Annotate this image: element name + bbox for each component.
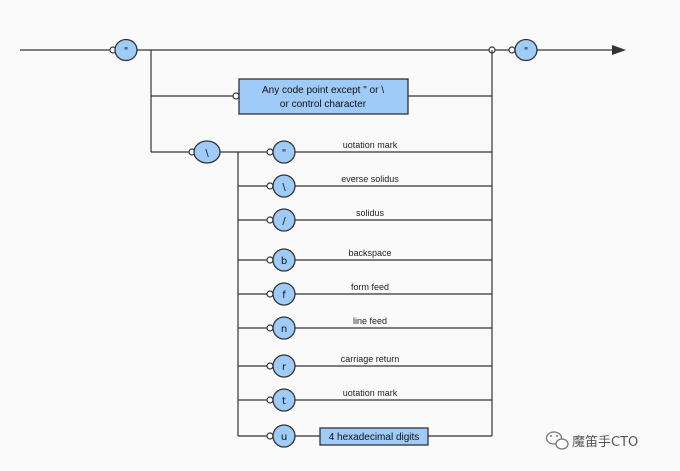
connector-dot <box>266 324 274 332</box>
escape-label: carriage return <box>341 354 400 364</box>
connector-dot <box>266 216 274 224</box>
connector-dot <box>266 182 274 190</box>
escape-char: \ <box>282 182 286 193</box>
escape-label: line feed <box>353 316 387 326</box>
connector-dot <box>266 432 274 440</box>
wechat-icon <box>545 431 569 450</box>
hex-digits-label: 4 hexadecimal digits <box>329 432 420 443</box>
connector-dot <box>266 148 274 156</box>
escape-label: uotation mark <box>343 140 398 150</box>
escape-char: u <box>281 432 287 443</box>
connector-dot <box>266 362 274 370</box>
connector-dot <box>266 396 274 404</box>
escape-label: solidus <box>356 208 385 218</box>
connector-dot <box>508 46 516 54</box>
any-code-point-line1: Any code point except " or \ <box>262 85 384 96</box>
escape-char: r <box>282 362 287 373</box>
close-quote-char: " <box>524 46 529 57</box>
watermark: 魔笛手CTO <box>545 431 638 450</box>
escape-label: uotation mark <box>343 388 398 398</box>
connector-dot <box>232 92 240 100</box>
connector-dot <box>266 256 274 264</box>
connector-dot <box>266 290 274 298</box>
exit-arrow <box>612 45 626 55</box>
escape-label: form feed <box>351 282 389 292</box>
hex-digits-box <box>319 427 429 446</box>
open-quote-char: " <box>124 46 129 57</box>
backslash-char: \ <box>205 148 209 159</box>
escape-char: f <box>282 290 286 301</box>
escape-char: b <box>281 256 287 267</box>
escape-label: backspace <box>348 248 391 258</box>
escape-label: everse solidus <box>341 174 399 184</box>
escape-rows: " uotation mark \ everse solidus / solidus b ba… <box>238 140 492 448</box>
any-code-point-line2: or control character <box>280 99 367 110</box>
escape-char: / <box>282 216 286 227</box>
escape-char: " <box>282 148 287 159</box>
escape-char: n <box>281 324 287 335</box>
watermark-text: 魔笛手CTO <box>572 434 638 450</box>
escape-char: t <box>282 396 286 407</box>
